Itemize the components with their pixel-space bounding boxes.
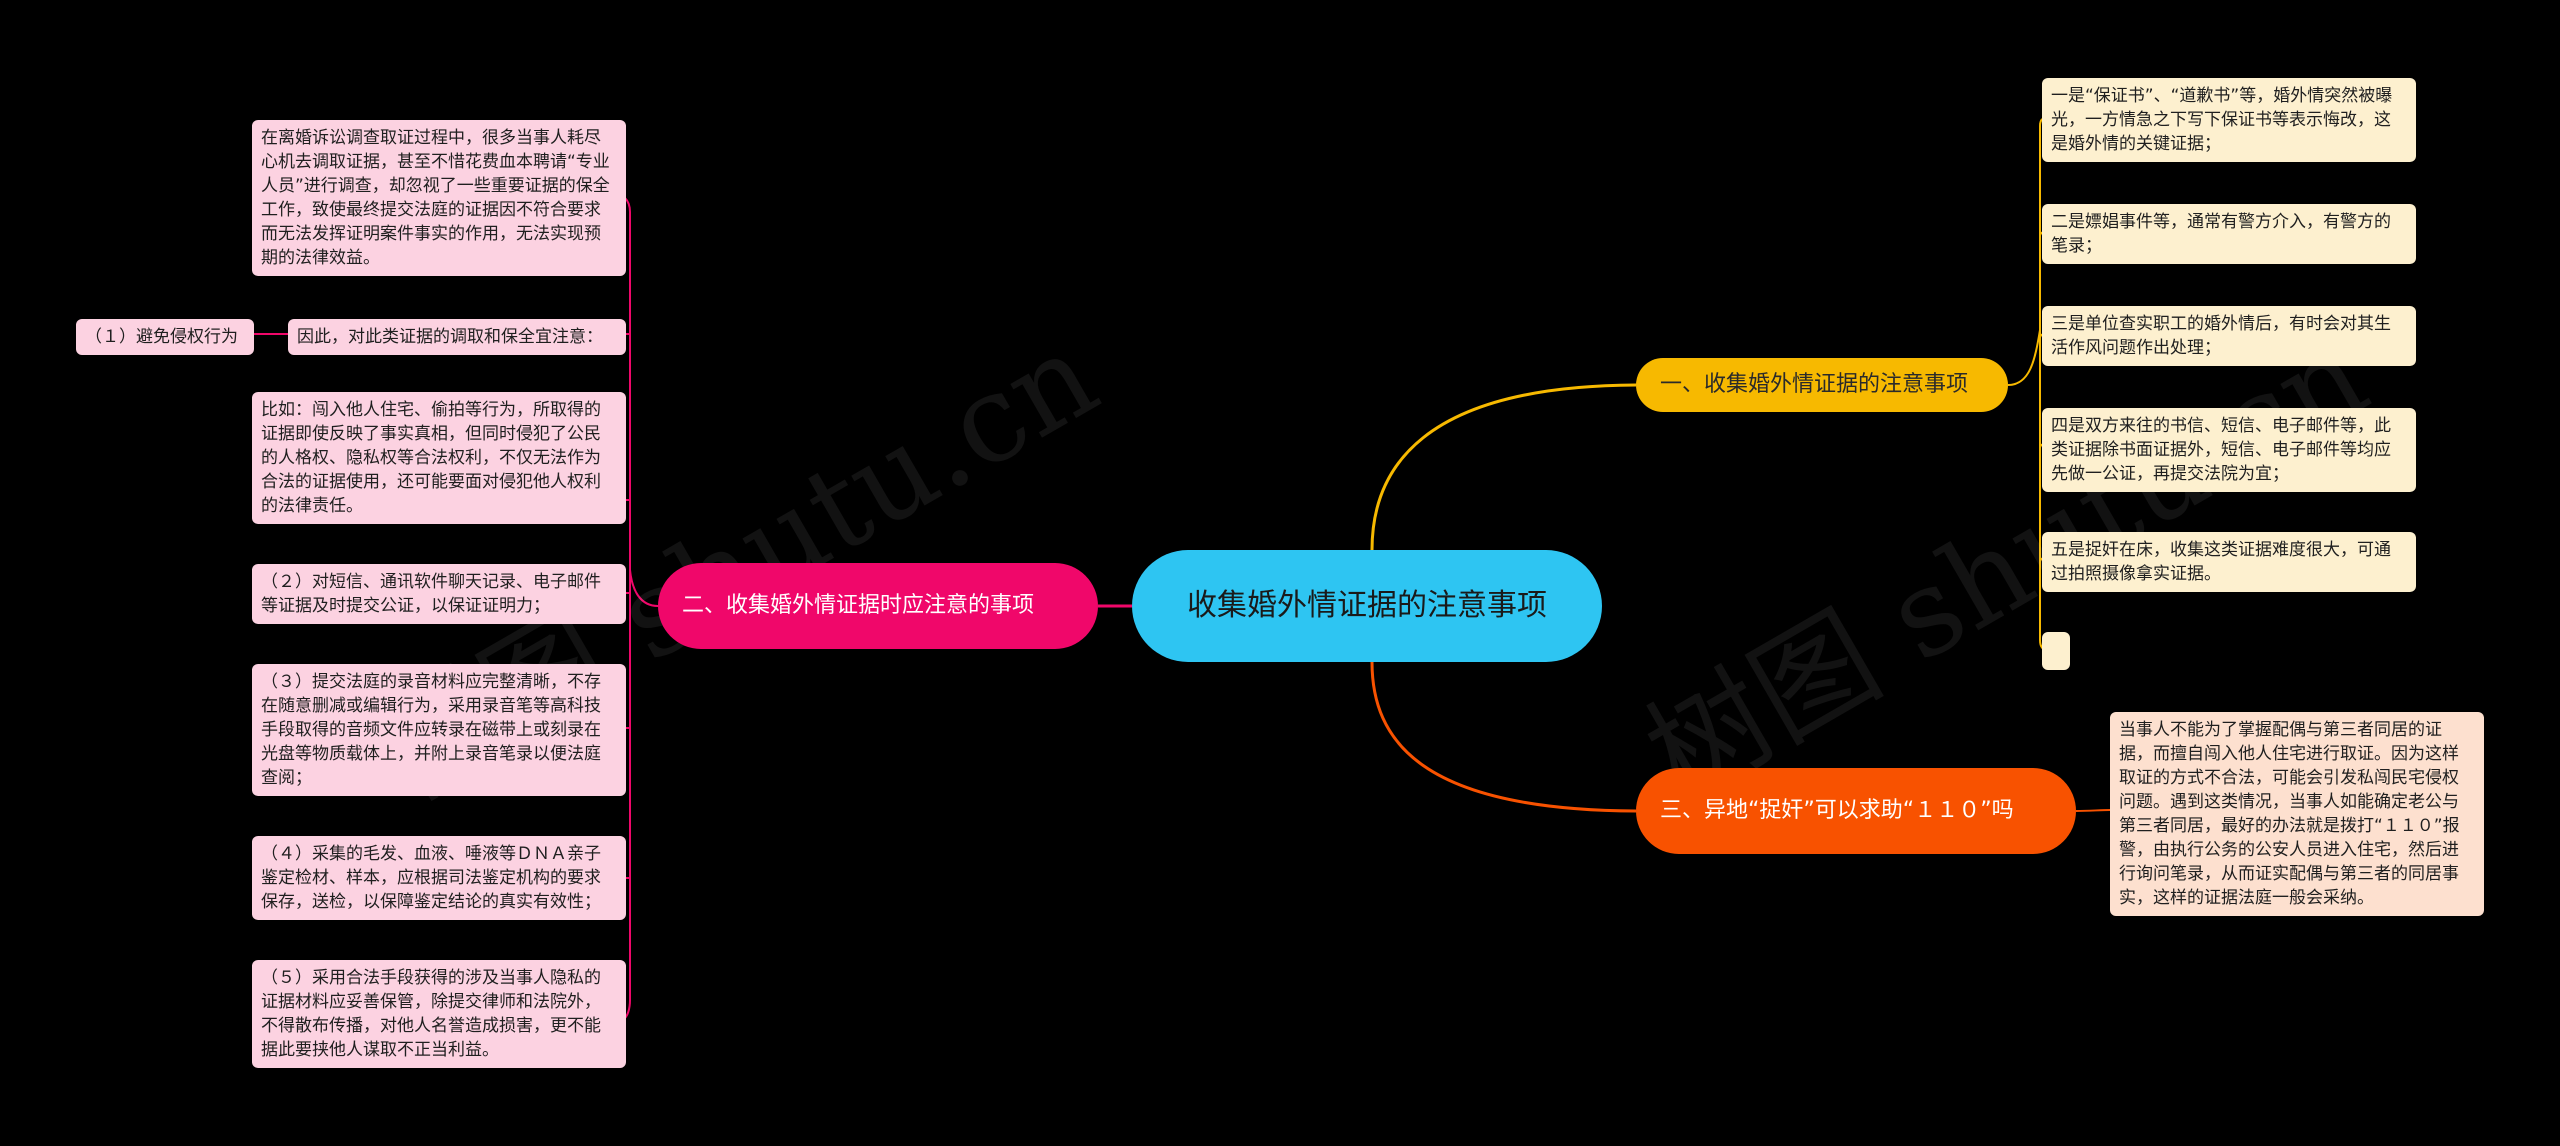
leaf-topic[interactable]: 比如：闯入他人住宅、偷拍等行为，所取得的证据即使反映了事实真相，但同时侵犯了公民… (252, 392, 626, 524)
branch-topic-1[interactable]: 一、收集婚外情证据的注意事项 (1636, 358, 2008, 412)
leaf-topic[interactable]: （４）采集的毛发、血液、唾液等ＤＮＡ亲子鉴定检材、样本，应根据司法鉴定机构的要求… (252, 836, 626, 920)
branch-topic-2[interactable]: 二、收集婚外情证据时应注意的事项 (658, 563, 1098, 649)
leaf-topic[interactable]: 一是“保证书”、“道歉书”等，婚外情突然被曝光，一方情急之下写下保证书等表示悔改… (2042, 78, 2416, 162)
sub-leaf-topic[interactable]: （１）避免侵权行为 (76, 319, 254, 355)
leaf-topic[interactable]: 五是捉奸在床，收集这类证据难度很大，可通过拍照摄像拿实证据。 (2042, 532, 2416, 592)
empty-leaf-topic[interactable] (2042, 632, 2070, 670)
leaf-topic[interactable]: 四是双方来往的书信、短信、电子邮件等，此类证据除书面证据外，短信、电子邮件等均应… (2042, 408, 2416, 492)
leaf-topic[interactable]: （３）提交法庭的录音材料应完整清晰，不存在随意删减或编辑行为，采用录音笔等高科技… (252, 664, 626, 796)
leaf-topic[interactable]: 二是嫖娼事件等，通常有警方介入，有警方的笔录； (2042, 204, 2416, 264)
branch-topic-3[interactable]: 三、异地“捉奸”可以求助“１１０”吗 (1636, 768, 2076, 854)
central-topic[interactable]: 收集婚外情证据的注意事项 (1132, 550, 1602, 662)
leaf-topic[interactable]: （２）对短信、通讯软件聊天记录、电子邮件等证据及时提交公证，以保证证明力； (252, 564, 626, 624)
leaf-topic[interactable]: 三是单位查实职工的婚外情后，有时会对其生活作风问题作出处理； (2042, 306, 2416, 366)
leaf-topic[interactable]: 因此，对此类证据的调取和保全宜注意： (288, 319, 626, 355)
leaf-topic[interactable]: （５）采用合法手段获得的涉及当事人隐私的证据材料应妥善保管，除提交律师和法院外，… (252, 960, 626, 1068)
leaf-topic[interactable]: 在离婚诉讼调查取证过程中，很多当事人耗尽心机去调取证据，甚至不惜花费血本聘请“专… (252, 120, 626, 276)
leaf-topic[interactable]: 当事人不能为了掌握配偶与第三者同居的证据，而擅自闯入他人住宅进行取证。因为这样取… (2110, 712, 2484, 916)
